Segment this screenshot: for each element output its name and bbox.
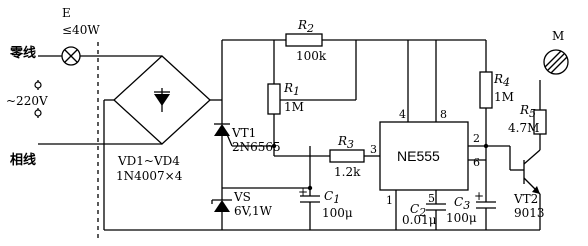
resistor-r3 xyxy=(329,149,365,163)
ic-label: NE555 xyxy=(397,148,440,164)
resistor-r2 xyxy=(285,33,323,47)
pin8-label: 8 xyxy=(440,108,447,121)
lamp-icon xyxy=(61,46,81,66)
positive-rail xyxy=(221,39,487,196)
r3-value-label: 1.2k xyxy=(334,165,361,179)
zener-ref-label: VS xyxy=(233,190,251,204)
r5-ref-label: R xyxy=(519,103,529,117)
capacitor-c1 xyxy=(300,188,320,230)
scr-part-label: 2N6565 xyxy=(232,140,281,154)
scr-ref-label: VT1 xyxy=(231,126,256,140)
sensor-icon xyxy=(543,49,569,75)
terminal-top xyxy=(34,81,42,89)
r2-value-label: 100k xyxy=(296,49,327,63)
c1-sub-label: 1 xyxy=(333,193,340,206)
scr-vt1 xyxy=(214,100,274,188)
c3-sub-label: 3 xyxy=(463,199,470,212)
transistor-vt2 xyxy=(509,146,541,230)
r2-sub-label: 2 xyxy=(306,22,314,35)
c2-ref-label: C xyxy=(410,202,419,216)
capacitor-c2 xyxy=(426,203,446,230)
c1-plus-label: + xyxy=(298,185,308,199)
vt2-ref-label: VT2 xyxy=(513,192,538,206)
mains-label: ~220V xyxy=(6,94,48,108)
r4-sub-label: 4 xyxy=(502,76,510,89)
pin1-label: 1 xyxy=(386,194,393,207)
svg-text:C2: C2 xyxy=(410,202,426,219)
svg-text:R1: R1 xyxy=(283,81,300,98)
c3-ref-label: C xyxy=(454,195,463,209)
pin6-label: 6 xyxy=(473,156,480,169)
r1-ref-label: R xyxy=(283,81,293,95)
r5-value-label: 4.7M xyxy=(508,121,539,135)
terminal-bottom xyxy=(34,109,42,117)
bridge-part-label: 1N4007×4 xyxy=(116,169,183,183)
r4-ref-label: R xyxy=(493,72,503,86)
c2-value-label: 0.01μ xyxy=(402,213,437,227)
ic-ne555 xyxy=(379,121,469,191)
c1-value-label: 100μ xyxy=(322,206,353,220)
c2-sub-label: 2 xyxy=(418,206,426,219)
resistor-r4 xyxy=(479,71,493,109)
lamp-power-label: ≤40W xyxy=(62,23,100,37)
r3-ref-label: R xyxy=(337,134,347,148)
pin4-label: 4 xyxy=(399,108,406,121)
r1-value-label: 1M xyxy=(284,100,304,114)
capacitor-c3 xyxy=(476,196,496,230)
bridge-rectifier xyxy=(103,55,222,230)
pin5-label: 5 xyxy=(428,192,435,205)
r4-value-label: 1M xyxy=(494,90,514,104)
neutral-label: 零线 xyxy=(9,45,36,61)
live-label: 相线 xyxy=(10,152,36,168)
svg-text:C1: C1 xyxy=(324,189,340,206)
svg-text:R3: R3 xyxy=(337,134,354,151)
r1-sub-label: 1 xyxy=(293,85,300,98)
svg-text:C3: C3 xyxy=(454,195,470,212)
r3-sub-label: 3 xyxy=(347,138,354,151)
svg-text:R5: R5 xyxy=(519,103,536,120)
c3-plus-label: + xyxy=(474,189,484,203)
sensor-label: M xyxy=(552,29,564,43)
resistor-r1 xyxy=(267,83,281,115)
mains-wiring xyxy=(37,42,162,238)
bridge-ref-label: VD1~VD4 xyxy=(117,154,180,168)
zener-part-label: 6V,1W xyxy=(234,204,273,218)
c3-value-label: 100μ xyxy=(446,211,477,225)
r5-sub-label: 5 xyxy=(529,107,536,120)
pin3-label: 3 xyxy=(370,143,377,156)
zener-vs xyxy=(211,188,232,230)
c1-ref-label: C xyxy=(324,189,333,203)
svg-text:R4: R4 xyxy=(493,72,510,89)
r2-ref-label: R xyxy=(297,18,307,32)
lamp-label: E xyxy=(62,6,71,20)
svg-text:R2: R2 xyxy=(297,18,314,35)
vt2-part-label: 9013 xyxy=(514,206,545,220)
pin2-label: 2 xyxy=(473,132,480,145)
